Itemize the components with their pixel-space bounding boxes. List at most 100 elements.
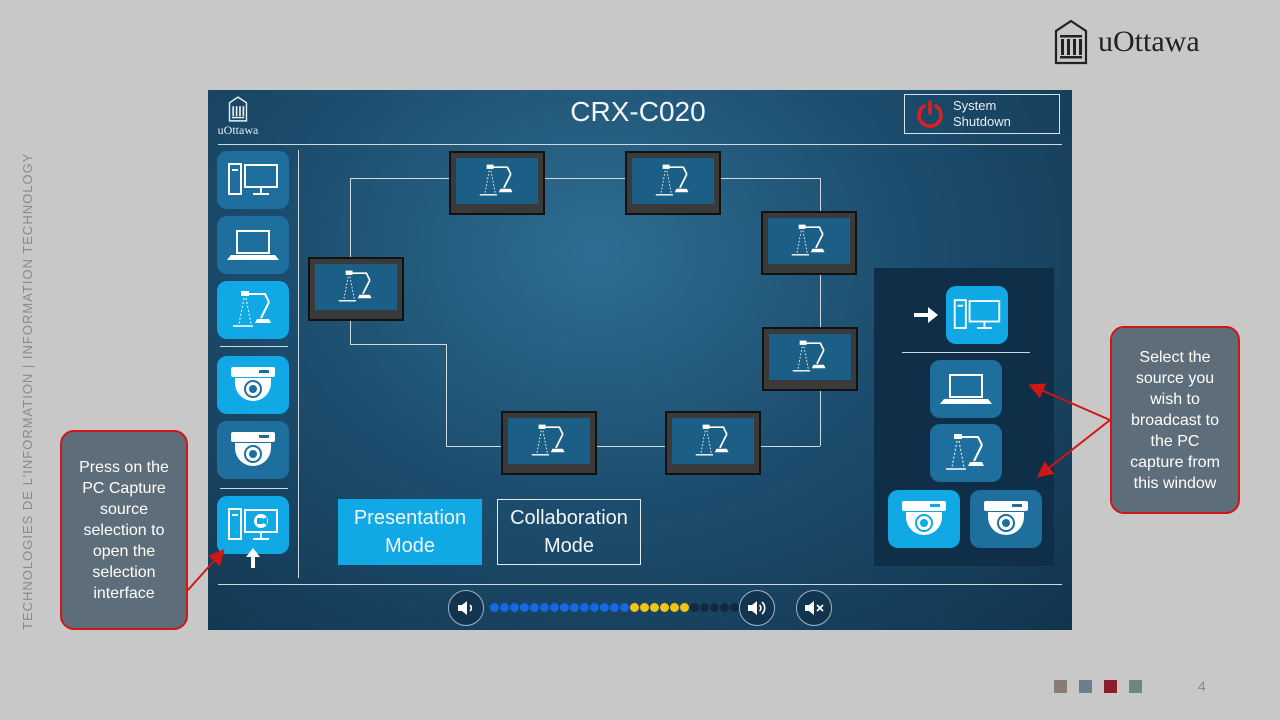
source-ceiling-camera-1-button[interactable] (217, 356, 289, 414)
document-camera-icon (531, 424, 565, 456)
ceiling-camera-icon (231, 432, 275, 466)
logo-text: uOttawa (1098, 25, 1200, 58)
university-building-icon (228, 96, 248, 122)
volume-dot (540, 603, 549, 612)
control-panel: uOttawa CRX-C020 System Shutdown (208, 90, 1072, 630)
up-arrow-icon (246, 548, 260, 568)
volume-down-button[interactable] (448, 590, 484, 626)
room-display-1[interactable] (449, 151, 545, 215)
volume-dot (490, 603, 499, 612)
sidebar-divider (298, 150, 299, 578)
capture-source-laptop-button[interactable] (930, 360, 1002, 418)
volume-dot (730, 603, 739, 612)
shutdown-label: System Shutdown (953, 98, 1011, 129)
volume-dot (520, 603, 529, 612)
source-laptop-button[interactable] (217, 216, 289, 274)
callout-select-source-instruction: Select the source you wish to broadcast … (1110, 326, 1240, 514)
volume-dot (690, 603, 699, 612)
capture-source-ceiling-camera-2-button[interactable] (970, 490, 1042, 548)
sidebar-separator (220, 346, 288, 347)
room-line (350, 178, 820, 179)
room-display-2[interactable] (625, 151, 721, 215)
volume-dot (560, 603, 569, 612)
volume-dot (670, 603, 679, 612)
room-line (446, 344, 447, 446)
volume-level-bar[interactable] (490, 603, 749, 612)
document-camera-icon (479, 164, 513, 196)
panel-logo: uOttawa (214, 96, 262, 138)
footer-color-squares (1054, 680, 1142, 693)
document-camera-icon (695, 424, 729, 456)
ceiling-camera-icon (984, 501, 1028, 535)
callout-pc-capture-instruction: Press on the PC Capture source selection… (60, 430, 188, 630)
callout-arrow-right-upper (1028, 383, 1111, 421)
volume-up-button[interactable] (739, 590, 775, 626)
document-camera-icon (791, 224, 825, 256)
room-display-3[interactable] (761, 211, 857, 275)
volume-dot (650, 603, 659, 612)
volume-dot (550, 603, 559, 612)
footer-square (1054, 680, 1067, 693)
source-pc-capture-button[interactable] (217, 496, 289, 554)
document-camera-icon (233, 291, 271, 327)
volume-dot (720, 603, 729, 612)
system-shutdown-button[interactable]: System Shutdown (904, 94, 1060, 134)
laptop-icon (227, 230, 279, 260)
room-display-4[interactable] (308, 257, 404, 321)
mute-button[interactable] (796, 590, 832, 626)
volume-dot (710, 603, 719, 612)
capture-source-desktop-pc-button[interactable] (946, 286, 1008, 344)
desktop-pc-icon (228, 163, 278, 195)
header-divider (218, 144, 1062, 145)
pc-capture-icon (228, 508, 278, 540)
capture-panel-divider (902, 352, 1030, 353)
university-building-icon (1054, 19, 1088, 65)
pc-capture-selection-panel (874, 268, 1054, 566)
laptop-icon (940, 374, 992, 404)
volume-dot (500, 603, 509, 612)
presentation-mode-button[interactable]: Presentation Mode (338, 499, 482, 565)
source-document-camera-button[interactable] (217, 281, 289, 339)
ceiling-camera-icon (902, 501, 946, 535)
volume-dot (610, 603, 619, 612)
volume-dot (600, 603, 609, 612)
volume-up-icon (748, 601, 766, 615)
capture-source-ceiling-camera-1-button[interactable] (888, 490, 960, 548)
capture-source-document-camera-button[interactable] (930, 424, 1002, 482)
power-icon (917, 100, 943, 128)
right-arrow-icon (914, 307, 938, 323)
document-camera-icon (792, 340, 826, 372)
room-line (820, 178, 821, 446)
footer-square (1079, 680, 1092, 693)
volume-dot (660, 603, 669, 612)
volume-dot (530, 603, 539, 612)
volume-dot (510, 603, 519, 612)
source-ceiling-camera-2-button[interactable] (217, 421, 289, 479)
room-display-6[interactable] (501, 411, 597, 475)
sidebar-separator (220, 488, 288, 489)
volume-dot (630, 603, 639, 612)
volume-dot (640, 603, 649, 612)
room-display-7[interactable] (665, 411, 761, 475)
room-line (446, 446, 820, 447)
room-display-5[interactable] (762, 327, 858, 391)
volume-dot (700, 603, 709, 612)
volume-dot (570, 603, 579, 612)
ceiling-camera-icon (231, 367, 275, 401)
callout-arrow-left (187, 549, 225, 591)
footer-square (1104, 680, 1117, 693)
mute-icon (805, 601, 824, 615)
volume-dot (620, 603, 629, 612)
volume-down-icon (458, 601, 473, 615)
footer-divider (218, 584, 1062, 585)
document-camera-icon (338, 270, 372, 302)
room-title: CRX-C020 (570, 96, 706, 127)
uottawa-logo: uOttawa (1052, 18, 1200, 66)
volume-dot (680, 603, 689, 612)
source-desktop-pc-button[interactable] (217, 151, 289, 209)
document-camera-icon (655, 164, 689, 196)
collaboration-mode-button[interactable]: Collaboration Mode (497, 499, 641, 565)
volume-dot (580, 603, 589, 612)
page-number: 4 (1198, 678, 1206, 694)
